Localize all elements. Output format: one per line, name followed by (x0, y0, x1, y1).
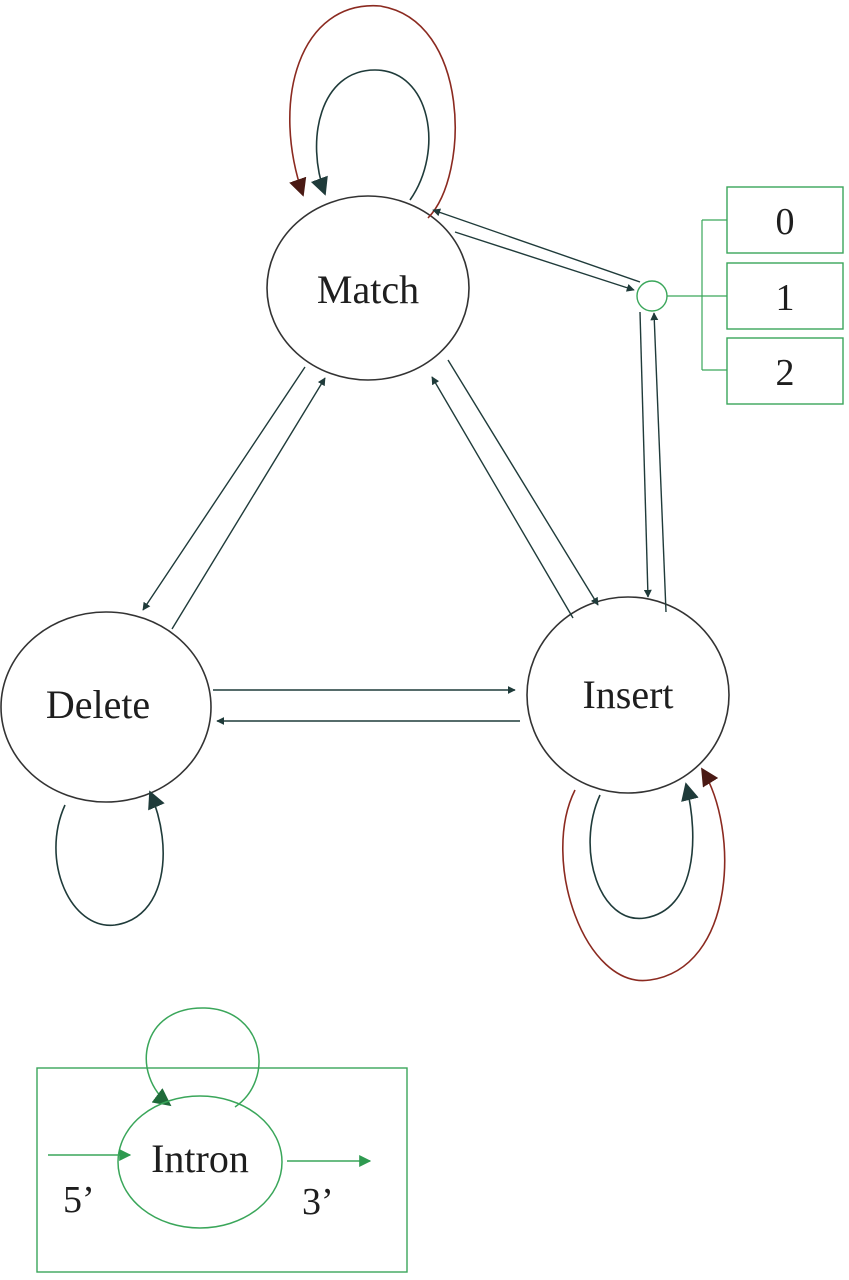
edge-frame-node-to-match (432, 208, 641, 283)
delete-state: Delete (0, 611, 212, 803)
match-state-circle (266, 195, 470, 381)
intron-self-loop (145, 1007, 260, 1108)
intron-three-prime-label: 3’ (302, 1181, 334, 1223)
insert-self-loop-inner (589, 782, 699, 920)
match-state-label: Match (317, 267, 419, 312)
edge-match-to-delete (142, 366, 306, 611)
match-state: Match (266, 195, 470, 381)
frame-box-1: 1 (726, 262, 844, 330)
frame-box-2: 2 (726, 337, 844, 405)
frame-label-1: 1 (776, 277, 795, 319)
match-self-loop-outer (289, 5, 456, 219)
edge-insert-to-match (431, 376, 574, 619)
insert-state: Insert (526, 596, 730, 794)
edge-match-to-insert (447, 359, 599, 606)
frame-label-2: 2 (776, 352, 795, 394)
frame-junction-node (636, 280, 668, 312)
intron-five-prime-label: 5’ (63, 1179, 95, 1221)
insert-state-label: Insert (582, 672, 673, 717)
intron-state-circle (117, 1095, 283, 1229)
frame-label-0: 0 (776, 201, 795, 243)
match-self-loop-inner (310, 69, 430, 201)
delete-state-circle (0, 611, 212, 803)
insert-state-circle (526, 596, 730, 794)
edge-insert-to-frame-node (650, 312, 667, 613)
intron-box (36, 1067, 408, 1273)
frame-bracket (667, 219, 727, 371)
intron-module: Intron 5’ 3’ (36, 1007, 408, 1273)
edge-frame-node-to-insert (639, 311, 652, 598)
delete-self-loop (55, 790, 165, 926)
intron-state-label: Intron (151, 1136, 249, 1181)
frame-box-0: 0 (726, 186, 844, 254)
edge-delete-to-match (171, 377, 326, 630)
insert-self-loop-outer (562, 767, 726, 982)
edge-match-to-frame-node (454, 231, 635, 292)
delete-state-label: Delete (46, 682, 150, 727)
